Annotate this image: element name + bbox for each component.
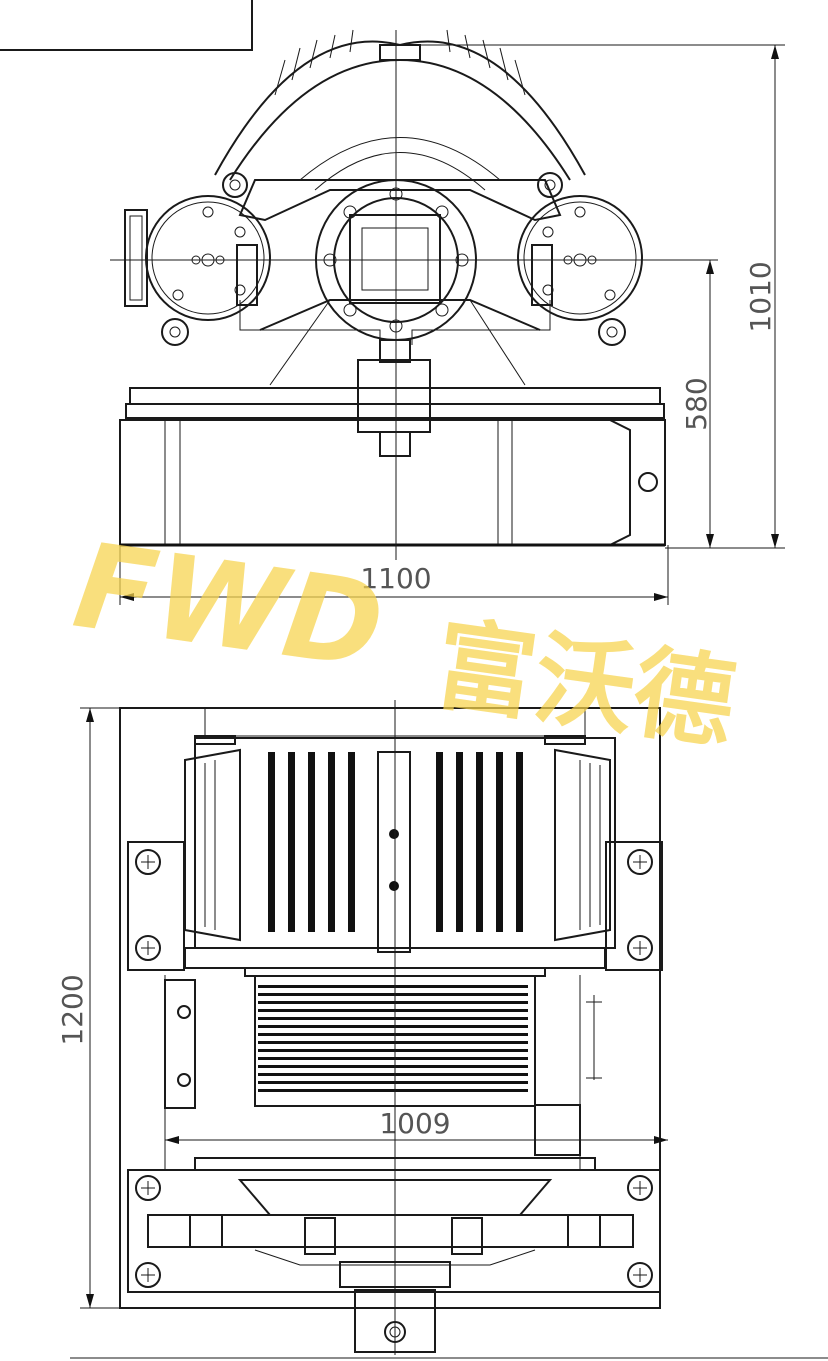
sheave-grooves	[258, 985, 528, 1092]
motor-body	[194, 737, 616, 949]
motor-center-bar	[377, 751, 411, 953]
left-bracket-hole-top	[177, 1005, 191, 1019]
bolt-icon	[135, 935, 161, 961]
motor-left-cover	[184, 748, 241, 942]
base-plate	[129, 387, 661, 405]
shaft-square-inner	[361, 227, 429, 291]
base-i-beam	[609, 419, 631, 546]
right-upper-pivot	[537, 172, 563, 198]
upper-bolts	[135, 849, 653, 961]
brake-end-right	[567, 1214, 601, 1248]
left-upper-pivot	[222, 172, 248, 198]
dim-1009-label: 1009	[379, 1107, 450, 1140]
bolt-icon	[135, 1262, 161, 1288]
upper-frame	[238, 179, 562, 222]
center-bar-dot-top	[389, 829, 399, 839]
right-strut	[469, 299, 526, 386]
terminal-gland-top	[379, 339, 411, 363]
left-lower-pivot-inner	[169, 326, 181, 338]
motor-right-cover-lines	[579, 760, 601, 930]
left-lower-pivot	[161, 318, 189, 346]
watermark: FWD 富沃德	[66, 516, 741, 763]
right-lower-pivot-inner	[606, 326, 618, 338]
plan-view: 1009 1200	[56, 700, 828, 1359]
plan-outer-frame	[119, 707, 661, 1309]
bolt-icon	[135, 1175, 161, 1201]
cover-fins	[274, 29, 526, 96]
right-link-rod	[411, 300, 551, 345]
dim-580-label: 580	[680, 377, 713, 430]
dim-1010-label: 1010	[744, 261, 777, 332]
sheave-side-block	[534, 1104, 581, 1156]
brake-end-left	[189, 1214, 223, 1248]
motor-top-right-tab	[544, 735, 586, 745]
left-strut	[269, 299, 331, 386]
shaft-square	[349, 214, 441, 304]
base-flange	[125, 403, 665, 419]
brake-shoe-left	[304, 1217, 336, 1255]
right-brake-drum-inner	[523, 201, 637, 315]
right-brake-arm	[531, 244, 553, 306]
base-hole	[638, 472, 658, 492]
motor-left-cover-lines	[194, 760, 216, 930]
motor-right-cover	[554, 748, 611, 942]
left-upper-pivot-inner	[229, 179, 241, 191]
left-brake-arm	[236, 244, 258, 306]
left-bracket-hole-bottom	[177, 1073, 191, 1087]
inner-arc	[299, 137, 501, 181]
left-brake-drum	[145, 195, 271, 321]
bolt-icon	[627, 1262, 653, 1288]
left-side-box-inner	[129, 215, 143, 301]
lower-bolts	[135, 1175, 653, 1288]
bolt-icon	[627, 1175, 653, 1201]
left-link-rod	[239, 300, 381, 345]
bolt-icon	[627, 849, 653, 875]
right-drum-details	[542, 206, 616, 301]
hub-bolts	[323, 187, 469, 333]
top-lug	[379, 44, 421, 61]
dim-1200-label: 1200	[56, 974, 89, 1045]
right-lower-pivot	[598, 318, 626, 346]
dim-1100-label: 1100	[360, 562, 431, 595]
lower-base	[127, 1169, 661, 1293]
base-frame	[119, 419, 666, 546]
terminal-gland-bottom	[379, 431, 411, 457]
cooling-fins	[268, 752, 523, 932]
motor-top-left-tab	[194, 735, 236, 745]
upper-right-pad	[605, 841, 663, 971]
brake-shoe-right	[451, 1217, 483, 1255]
upper-left-pad	[127, 841, 185, 971]
front-view: 1010 580 1100	[0, 0, 785, 605]
terminal-box	[357, 359, 431, 433]
inner-arc-2	[314, 152, 486, 191]
right-brake-drum	[517, 195, 643, 321]
top-cover-inner	[229, 58, 571, 181]
left-brake-drum-inner	[151, 201, 265, 315]
top-cover	[214, 40, 586, 176]
watermark-brand: FWD	[66, 516, 391, 696]
bolt-icon	[135, 849, 161, 875]
bolt-icon	[627, 935, 653, 961]
brake-crossbar	[147, 1214, 634, 1248]
title-block-corner	[0, 0, 253, 51]
left-bracket	[164, 979, 196, 1109]
left-side-box	[124, 209, 148, 307]
right-upper-pivot-inner	[544, 179, 556, 191]
left-drum-details	[172, 206, 246, 301]
lower-frame	[259, 299, 541, 331]
watermark-chinese: 富沃德	[428, 606, 741, 764]
center-bar-dot-bottom	[389, 881, 399, 891]
